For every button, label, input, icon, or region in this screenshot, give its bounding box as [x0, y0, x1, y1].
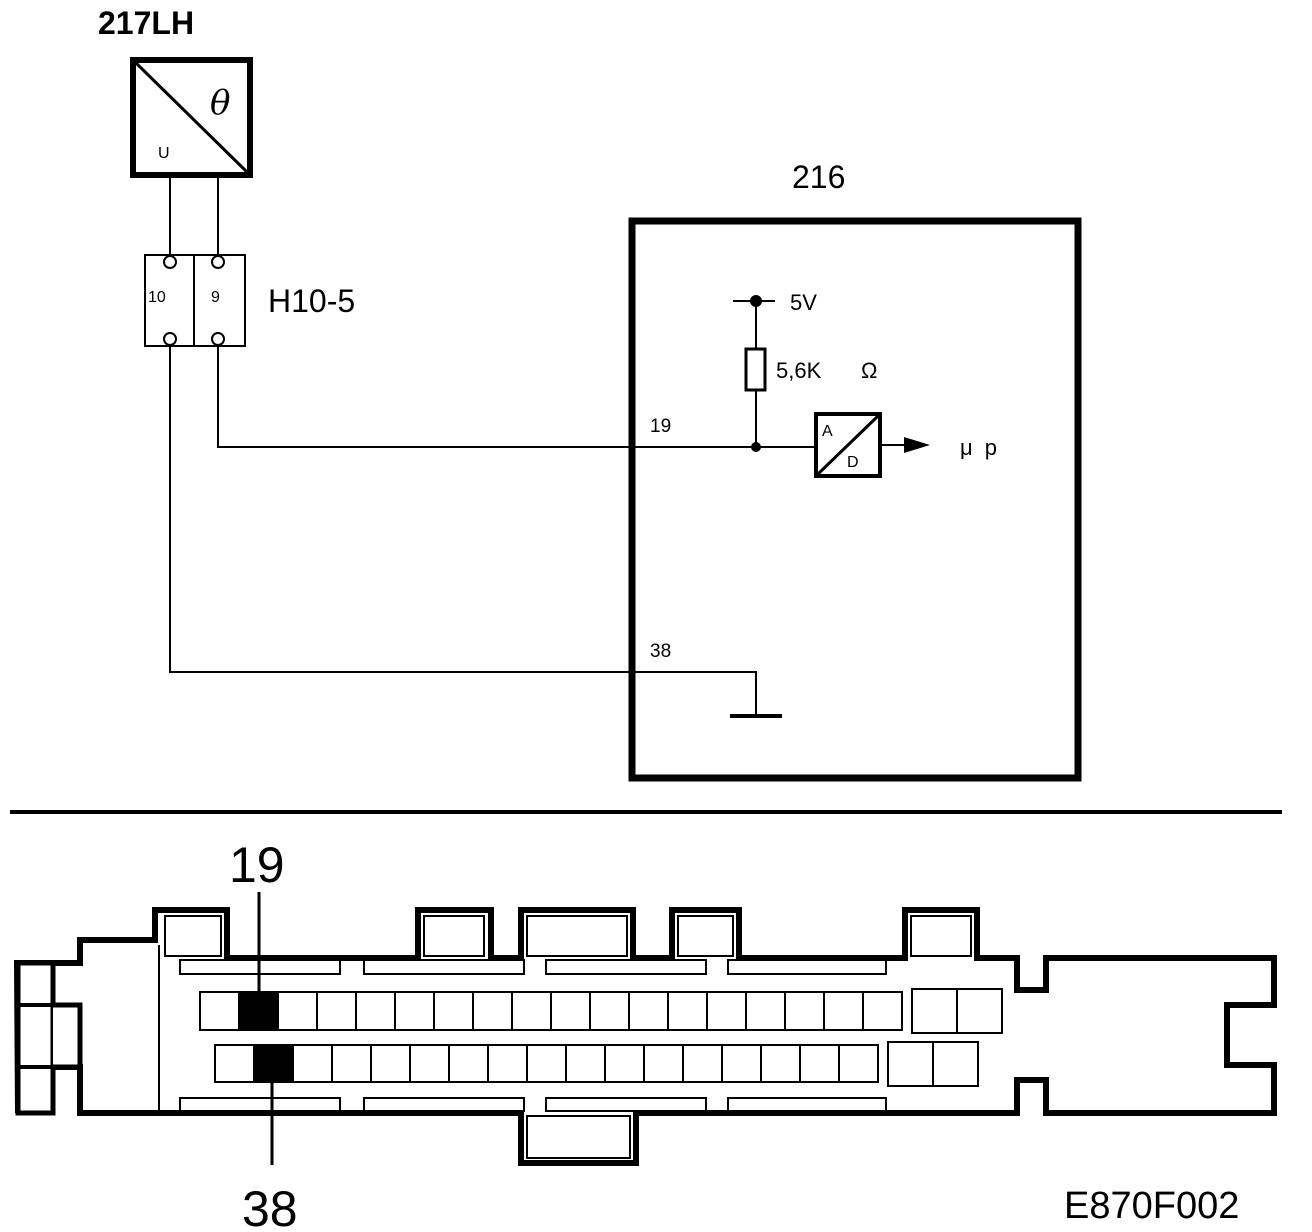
pin-10-label: 10 — [148, 289, 166, 306]
pin-cell — [316, 991, 357, 1031]
pin-cell — [784, 991, 825, 1031]
pullup-resistor — [744, 347, 767, 392]
pin-cell — [472, 991, 513, 1031]
lower-pin-row — [214, 1041, 979, 1087]
lower-pin-callout: 38 — [242, 1181, 298, 1232]
connector-id: H10-5 — [268, 283, 355, 319]
pin-cell — [667, 991, 708, 1031]
pin-9-label: 9 — [211, 289, 220, 306]
sensor-id: 217LH — [98, 5, 194, 41]
ecu-216: 216 5V 5,6K Ω 19 38 A D μ p — [628, 159, 1082, 782]
pin-cell — [526, 1044, 567, 1083]
supply-voltage: 5V — [790, 290, 817, 315]
pin-cell — [628, 991, 669, 1031]
pin-cell — [838, 1044, 879, 1083]
pin-cell — [448, 1044, 489, 1083]
pin-cell — [604, 1044, 645, 1083]
pin-cell — [394, 991, 435, 1031]
pin-cell — [721, 1044, 762, 1083]
resistor-value: 5,6K — [776, 358, 822, 383]
pin-cell — [589, 991, 630, 1031]
figure-code: E870F002 — [1064, 1185, 1239, 1227]
pin-cell — [799, 1044, 840, 1083]
microprocessor-label: μ p — [960, 435, 1000, 460]
pin-cell — [370, 1044, 411, 1083]
pin-cell — [550, 991, 591, 1031]
pin-cell — [823, 991, 864, 1031]
pin-cell — [887, 1041, 934, 1087]
pin-cell — [862, 991, 903, 1031]
connector-h10-5: 10 9 H10-5 — [144, 254, 355, 347]
pin-cell — [433, 991, 474, 1031]
pin-cell — [487, 1044, 528, 1083]
sensor-output-label: U — [158, 145, 170, 162]
pin-38-label: 38 — [650, 641, 671, 662]
ecu-id: 216 — [792, 159, 845, 195]
arrow-icon — [904, 437, 930, 453]
adc-output-label: D — [847, 454, 859, 471]
pin-cell — [706, 991, 747, 1031]
pin-cell — [911, 988, 958, 1034]
adc-input-label: A — [822, 423, 833, 440]
pin-cell — [199, 991, 240, 1031]
pin-cell — [331, 1044, 372, 1083]
pin-cell — [932, 1041, 979, 1087]
pin-cell — [277, 991, 318, 1031]
upper-pin-callout: 19 — [229, 837, 285, 893]
pin-cell — [565, 1044, 606, 1083]
pin-cell — [745, 991, 786, 1031]
pin-cell — [214, 1044, 255, 1083]
pin-cell — [292, 1044, 333, 1083]
pin-cell — [355, 991, 396, 1031]
pin-cell — [409, 1044, 450, 1083]
sensor-217lh: 217LH θ U — [98, 5, 253, 178]
ecu-connector-face: 19 38 — [13, 837, 1277, 1232]
pin-19-label: 19 — [650, 416, 671, 437]
ohm-symbol: Ω — [861, 358, 877, 383]
pin-cell — [682, 1044, 723, 1083]
pin-cell — [956, 988, 1003, 1034]
pin-cell — [643, 1044, 684, 1083]
pin-cell — [511, 991, 552, 1031]
pin-cell — [760, 1044, 801, 1083]
upper-pin-row — [199, 988, 1003, 1034]
temperature-symbol: θ — [210, 83, 230, 123]
